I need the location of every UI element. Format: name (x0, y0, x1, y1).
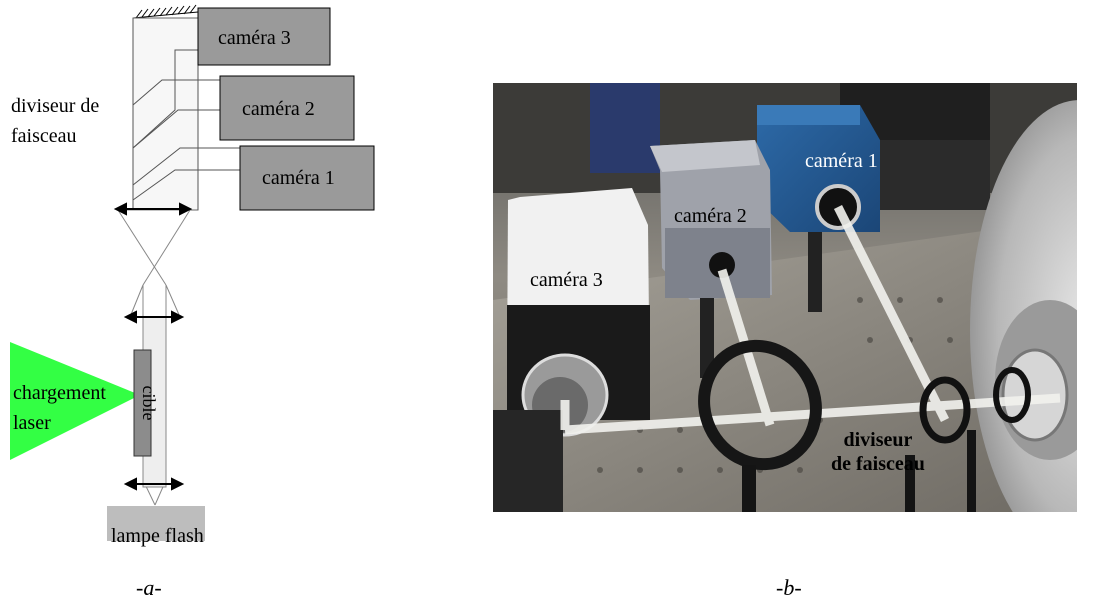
photo-lens-ring (698, 339, 822, 471)
laser-loading-label: chargement laser (13, 382, 106, 434)
schematic-beam-divider-label: diviseur de faisceau (11, 95, 100, 147)
flash-lamp-box (107, 506, 205, 541)
caption-b: -b- (776, 575, 802, 600)
photo-beam-divider-label: diviseur de faisceau (831, 429, 925, 475)
flash-lamp-label: lampe flash (111, 525, 204, 547)
camera-3-box (197, 7, 331, 66)
schematic-camera3-label: caméra 3 (218, 27, 291, 49)
target-label: cible (139, 386, 159, 421)
photo-camera3-label: caméra 3 (530, 269, 603, 291)
schematic-camera2-label: caméra 2 (242, 98, 315, 120)
camera-1-box (239, 145, 375, 211)
mirror-hatch (132, 4, 199, 19)
target-plate (133, 349, 152, 457)
camera-2-box (219, 75, 355, 141)
schematic-camera1-label: caméra 1 (262, 167, 335, 189)
caption-a: -a- (136, 575, 162, 600)
photo-camera2-label: caméra 2 (674, 205, 747, 227)
lens-arrows (113, 202, 193, 491)
laser-beam (10, 342, 140, 460)
photo-camera1-label: caméra 1 (805, 150, 878, 172)
